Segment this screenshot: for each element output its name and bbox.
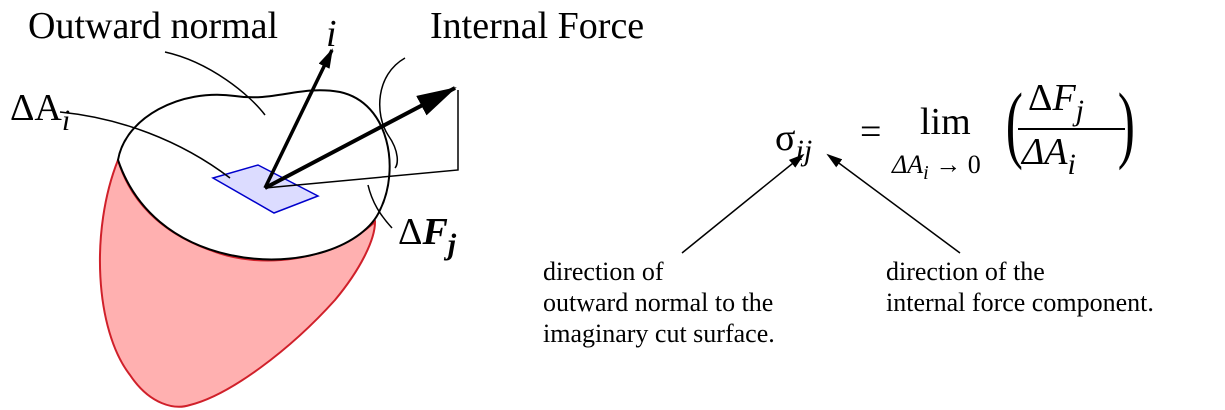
numerator-F: F bbox=[1052, 77, 1076, 119]
lim-below-subscript: i bbox=[923, 162, 929, 184]
lim-below-arrow: → 0 bbox=[935, 150, 981, 179]
fraction-denominator: ΔAi bbox=[1022, 130, 1076, 180]
label-area-delta: ΔAi bbox=[10, 86, 70, 136]
equation-lim-below: ΔAi → 0 bbox=[892, 150, 981, 185]
leader-internal-force bbox=[378, 57, 406, 169]
paren-right: ) bbox=[1117, 75, 1135, 171]
label-internal-force: Internal Force bbox=[430, 5, 645, 47]
note-force-direction: direction of the internal force componen… bbox=[886, 257, 1154, 317]
label-force-delta: ΔFj bbox=[398, 210, 456, 260]
force-delta-F: F bbox=[422, 211, 448, 253]
area-delta-subscript: i bbox=[61, 104, 71, 137]
arrow-to-index-j bbox=[826, 153, 961, 254]
paren-left: ( bbox=[1005, 75, 1023, 171]
sigma-subscript: ij bbox=[795, 134, 813, 167]
force-component-lines bbox=[264, 90, 459, 189]
denominator-delta: ΔA bbox=[1022, 131, 1068, 173]
force-delta-symbol: Δ bbox=[398, 211, 423, 253]
leader-outward-normal bbox=[164, 51, 266, 116]
fraction-numerator: ΔFj bbox=[1028, 76, 1084, 126]
note-normal-direction: direction of outward normal to the imagi… bbox=[543, 257, 775, 348]
equation-equals: = bbox=[860, 111, 882, 153]
internal-force-arrow bbox=[264, 86, 457, 190]
area-delta-text: ΔA bbox=[10, 87, 62, 129]
sigma-symbol: σ bbox=[775, 117, 796, 159]
equation-sigma: σij bbox=[775, 116, 812, 166]
label-normal-i: i bbox=[326, 13, 337, 55]
label-outward-normal: Outward normal bbox=[28, 5, 279, 47]
numerator-delta: Δ bbox=[1028, 77, 1053, 119]
denominator-subscript: i bbox=[1067, 148, 1076, 181]
area-patch bbox=[211, 164, 320, 214]
equation-lim: lim bbox=[920, 101, 971, 143]
numerator-subscript: j bbox=[1075, 94, 1084, 127]
force-delta-subscript: j bbox=[447, 228, 457, 261]
normal-vector-arrow bbox=[263, 48, 334, 189]
leader-area bbox=[59, 111, 231, 179]
arrow-to-index-i bbox=[681, 153, 805, 254]
lim-below-delta: ΔA bbox=[892, 150, 924, 179]
leader-force-delta bbox=[367, 184, 393, 229]
